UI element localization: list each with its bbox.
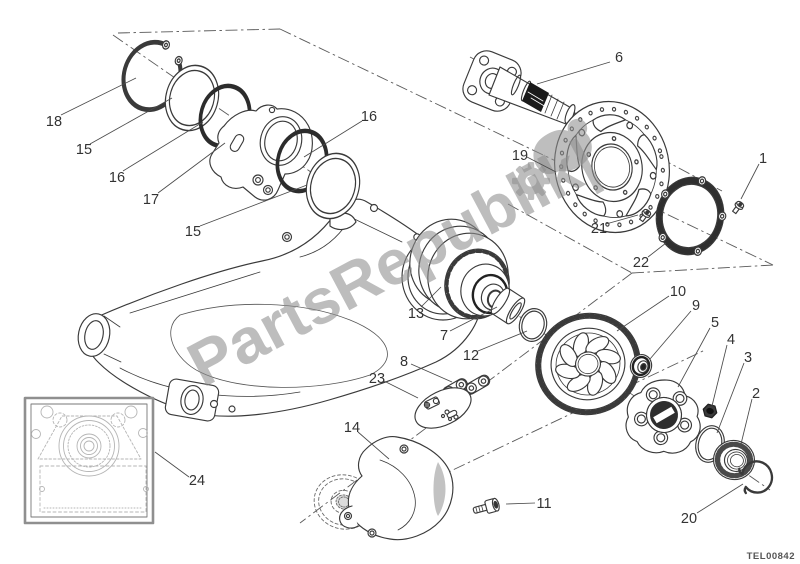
inset-sprocket-schematic <box>31 405 149 513</box>
leader-line-6 <box>536 61 611 85</box>
part-number-3: 3 <box>744 350 752 366</box>
small-bearing-9-drawing <box>629 354 653 378</box>
part-number-24: 24 <box>189 473 205 489</box>
boundary-line <box>279 28 774 266</box>
leader-line-10 <box>616 295 670 332</box>
sprocket-inset-box <box>23 396 155 525</box>
part-number-19: 19 <box>512 148 528 164</box>
axis-line <box>112 34 771 491</box>
part-number-8: 8 <box>400 354 408 370</box>
part-number-15: 15 <box>185 224 201 240</box>
glove-icon <box>533 118 592 175</box>
leader-line-15 <box>199 184 308 227</box>
drawing-code: TEL00842 <box>747 551 795 562</box>
part-number-2: 2 <box>752 386 760 402</box>
part-number-21: 21 <box>591 221 607 237</box>
part-number-7: 7 <box>440 328 448 344</box>
part-number-16: 16 <box>109 170 125 186</box>
leader-line-2 <box>740 398 753 445</box>
guard-bolt-drawing <box>472 497 500 514</box>
part-number-15: 15 <box>76 142 92 158</box>
leader-line-9 <box>649 310 692 360</box>
leader-line-17 <box>157 142 226 194</box>
part-number-1: 1 <box>759 151 767 167</box>
leader-line-5 <box>677 327 711 388</box>
master-link-callout-drawing <box>414 387 472 429</box>
leader-line-22 <box>647 242 667 258</box>
boundary-line <box>414 349 706 489</box>
part-number-14: 14 <box>344 420 360 436</box>
part-number-18: 18 <box>46 114 62 130</box>
leader-line-13 <box>420 286 442 308</box>
sensor-bolt-drawing <box>732 200 745 215</box>
leader-line-19 <box>526 156 557 173</box>
part-number-10: 10 <box>670 284 686 300</box>
boundary-line <box>117 28 281 34</box>
hub-bracket-17-drawing <box>209 104 313 201</box>
rear-sprocket-drawing <box>535 312 641 416</box>
leader-line-16 <box>122 121 204 172</box>
ring-15-drawing <box>305 152 361 220</box>
part-number-17: 17 <box>143 192 159 208</box>
abs-ring-drawing <box>655 176 727 256</box>
chain-guard-drawing <box>339 436 454 541</box>
leader-line-4 <box>711 344 728 407</box>
part-number-5: 5 <box>711 315 719 331</box>
part-number-6: 6 <box>615 50 623 66</box>
disc-screw-drawing <box>639 208 652 223</box>
leader-line-14 <box>357 431 390 460</box>
leader-line-16 <box>303 120 363 158</box>
part-number-22: 22 <box>633 255 649 271</box>
nut-4-drawing <box>702 403 718 419</box>
leader-line-23 <box>383 380 419 399</box>
leader-line-20 <box>696 483 744 514</box>
part-number-9: 9 <box>692 298 700 314</box>
callout-layer: 1234567891011121314151617181516192021222… <box>46 50 767 527</box>
rear-axle-drawing <box>462 50 577 125</box>
ring-15-drawing <box>164 64 220 132</box>
leader-line-11 <box>505 502 536 505</box>
leader-line-24 <box>154 451 190 478</box>
part-number-20: 20 <box>681 511 697 527</box>
leader-line-18 <box>60 77 137 116</box>
part-number-12: 12 <box>463 348 479 364</box>
leader-line-12 <box>477 330 528 352</box>
leader-line-21 <box>605 214 639 225</box>
boundary-line <box>631 264 774 274</box>
leader-line-15 <box>89 97 173 145</box>
leader-line-3 <box>716 362 745 434</box>
part-number-13: 13 <box>408 306 424 322</box>
leader-line-8 <box>410 363 453 383</box>
part-number-23: 23 <box>369 371 385 387</box>
leader-line-7 <box>449 306 498 332</box>
circlip-20-drawing <box>738 460 774 495</box>
ring-12-drawing <box>518 308 548 342</box>
wheel-hub-13-drawing <box>409 218 510 320</box>
part-number-11: 11 <box>536 496 551 512</box>
part-number-16: 16 <box>361 109 377 125</box>
part-number-4: 4 <box>727 332 735 348</box>
leader-line-1 <box>740 163 760 200</box>
gear-icon <box>512 162 550 200</box>
boundary-line <box>507 203 633 274</box>
hub-carrier-5-drawing <box>625 379 701 454</box>
